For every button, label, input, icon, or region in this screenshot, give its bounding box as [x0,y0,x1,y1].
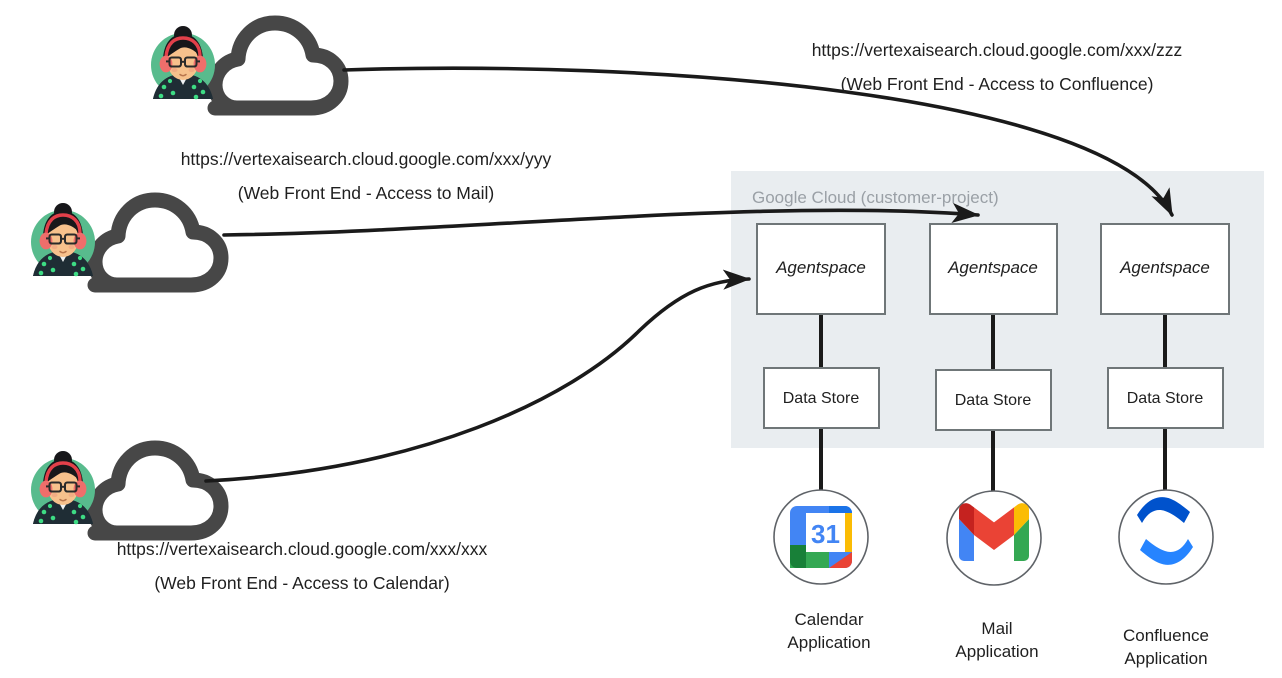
user-caption-confluence: (Web Front End - Access to Confluence) [841,74,1154,94]
agentspace-box-2[interactable] [929,223,1058,315]
confluence-app-label-line2: Application [1124,649,1207,668]
agentspace-label-3: Agentspace [1119,258,1210,277]
google-cloud-panel-label: Google Cloud (customer-project) [752,188,999,207]
data-store-label-3: Data Store [1127,390,1204,407]
user-url-confluence: https://vertexaisearch.cloud.google.com/… [812,40,1183,60]
gmail-icon [957,503,1031,561]
user-url-mail: https://vertexaisearch.cloud.google.com/… [181,149,552,169]
data-store-box-3[interactable] [1107,367,1224,429]
user-cloud-group-3 [29,448,221,533]
agentspace-label-1: Agentspace [775,258,866,277]
flow-arrow-confluence [342,66,1174,217]
svg-text:31: 31 [811,519,840,549]
agentspace-box-3[interactable] [1100,223,1230,315]
confluence-app-label-line1: Confluence [1123,626,1209,645]
user-url-calendar: https://vertexaisearch.cloud.google.com/… [117,539,488,559]
google-calendar-icon: 31 [790,506,852,568]
flow-arrow-mail [222,202,980,237]
data-store-box-1[interactable] [763,367,880,429]
calendar-app-label-line1: Calendar [795,610,864,629]
user-caption-calendar: (Web Front End - Access to Calendar) [154,573,449,593]
data-store-label-2: Data Store [955,392,1032,409]
user-cloud-group-1 [149,23,341,108]
data-store-box-2[interactable] [935,369,1052,431]
agentspace-box-1[interactable] [756,223,886,315]
mail-app-label-line1: Mail [981,619,1012,638]
user-cloud-group-2 [29,200,221,285]
agentspace-label-2: Agentspace [947,258,1038,277]
user-caption-mail: (Web Front End - Access to Mail) [238,183,494,203]
data-store-label-1: Data Store [783,390,860,407]
flow-arrow-calendar [204,269,751,483]
confluence-icon [1137,497,1193,565]
calendar-app-label-line2: Application [787,633,870,652]
mail-app-label-line2: Application [955,642,1038,661]
